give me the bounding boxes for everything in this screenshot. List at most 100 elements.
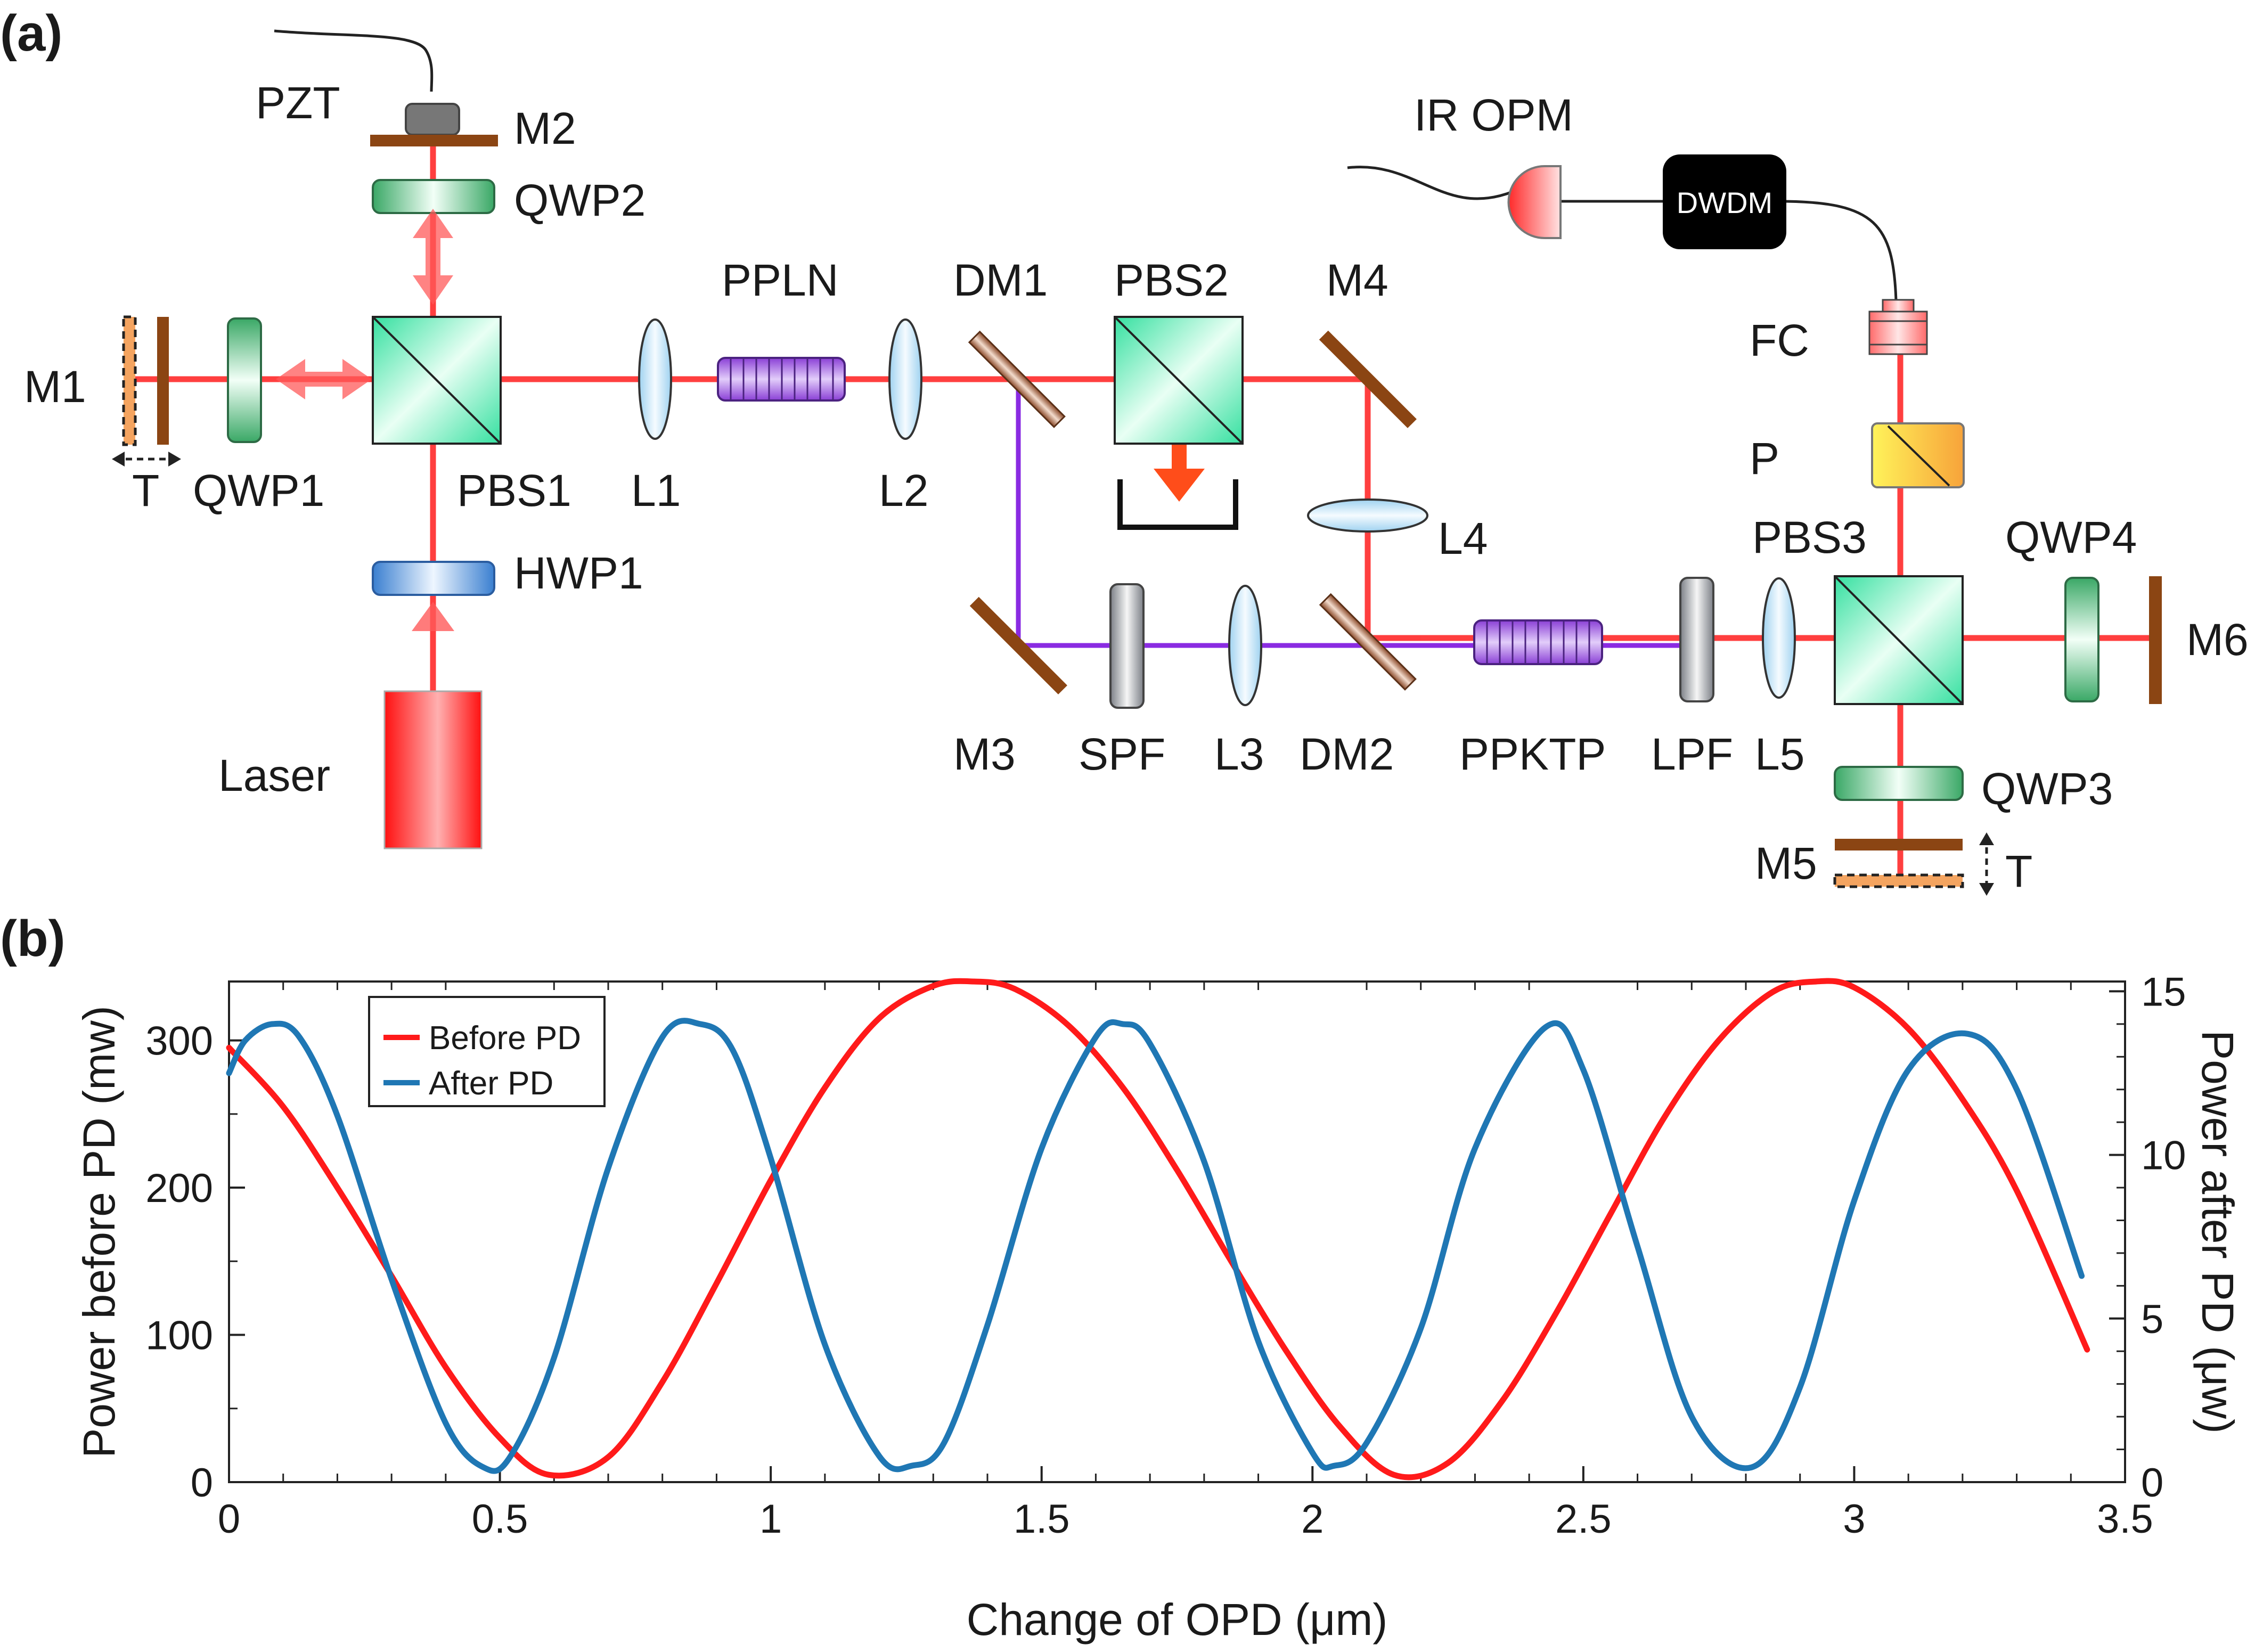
y-left-tick-label: 0: [191, 1460, 213, 1506]
label-fc: FC: [1750, 315, 1809, 365]
label-hwp1: HWP1: [514, 548, 643, 598]
y-right-tick-label: 0: [2141, 1460, 2163, 1506]
mirror-m5: [1835, 839, 1963, 850]
x-tick-label: 0: [218, 1496, 240, 1542]
laser-source: [383, 690, 483, 849]
qwp4: [2064, 577, 2099, 702]
label-laser: Laser: [218, 750, 330, 800]
label-l5: L5: [1755, 729, 1804, 779]
y-left-tick-label: 100: [145, 1313, 213, 1359]
legend-label-after: After PD: [429, 1065, 553, 1102]
label-l2: L2: [879, 465, 928, 516]
label-pbs3: PBS3: [1752, 512, 1867, 562]
label-l4: L4: [1438, 513, 1488, 563]
label-ppktp: PPKTP: [1459, 729, 1606, 779]
label-t-right: T: [2005, 846, 2032, 896]
label-dm2: DM2: [1300, 729, 1394, 779]
label-t-left: T: [132, 465, 159, 516]
dwdm-label: DWDM: [1677, 186, 1772, 219]
mirror-m2: [370, 135, 498, 146]
x-tick-label: 3.5: [2097, 1496, 2153, 1542]
pbs1-diagonal: [372, 316, 502, 445]
dwdm-box: [1663, 154, 1786, 249]
legend: Before PD After PD: [368, 996, 606, 1107]
label-pbs1: PBS1: [457, 465, 571, 516]
chart-series: [226, 978, 2090, 1481]
y-right-tick-label: 10: [2141, 1133, 2186, 1179]
mirror-m1-dashed: [122, 315, 137, 446]
x-axis-label: Change of OPD (μm): [967, 1594, 1388, 1645]
beam-dump-arrow: [1154, 445, 1205, 502]
label-lpf: LPF: [1651, 729, 1733, 779]
legend-box: [368, 996, 606, 1107]
lens-l1: [638, 318, 672, 440]
mirror-m6: [2149, 576, 2162, 704]
fiber-ir-opm-cable: [1347, 166, 1513, 200]
label-m4: M4: [1326, 255, 1388, 305]
plot-frame: [228, 980, 2126, 1483]
mirror-m5-dashed: [1833, 873, 1964, 888]
lens-l5: [1762, 577, 1796, 699]
label-m3: M3: [953, 729, 1016, 779]
qwp3: [1834, 766, 1964, 801]
series-line-before-pd: [226, 978, 2090, 1481]
x-tick-label: 2: [1301, 1496, 1324, 1542]
panel-a: (a): [0, 5, 2249, 896]
label-ppln: PPLN: [722, 255, 838, 305]
dichroic-dm1: [968, 330, 1066, 428]
ir-opm-detector: [1507, 165, 1562, 239]
label-pbs2: PBS2: [1114, 255, 1229, 305]
legend-label-before: Before PD: [429, 1020, 581, 1057]
fiber-dwdm-fc: [1784, 200, 1898, 301]
fiber-pzt-cable: [274, 29, 434, 92]
y-right-tick-label: 5: [2141, 1297, 2163, 1342]
pbs3-diagonal: [1834, 575, 1964, 705]
mirror-m3: [969, 596, 1067, 694]
y-right-tick-label: 15: [2141, 969, 2186, 1015]
label-l1: L1: [631, 465, 681, 516]
y-axis-label-right: Power after PD (μw): [2193, 1030, 2243, 1434]
label-pzt: PZT: [256, 78, 340, 128]
panel-a-label: (a): [0, 5, 62, 62]
lens-l3: [1228, 585, 1262, 706]
qwp1: [227, 317, 262, 443]
t-left-arrow-heads: [112, 452, 181, 467]
panel-b-label: (b): [0, 910, 66, 967]
fiber-coupler: [1868, 299, 1928, 355]
label-m6: M6: [2186, 615, 2249, 665]
x-tick-label: 1.5: [1014, 1496, 1070, 1542]
y-axis-label-left: Power before PD (mw): [74, 1005, 124, 1458]
y-left-tick-label: 300: [145, 1019, 213, 1064]
dichroic-dm2: [1319, 593, 1417, 691]
mirror-m4: [1319, 330, 1417, 428]
double-arrow-horizontal: [276, 359, 372, 399]
ppktp-stripes: [1486, 620, 1590, 664]
pbs2-diagonal: [1114, 316, 1244, 445]
label-m2: M2: [514, 103, 576, 153]
x-tick-label: 3: [1843, 1496, 1865, 1542]
mirror-m1: [157, 317, 169, 445]
double-arrow-vertical: [413, 209, 453, 305]
long-pass-filter: [1679, 577, 1714, 702]
x-tick-label: 1: [759, 1496, 782, 1542]
label-m1: M1: [24, 362, 86, 412]
x-tick-label: 0.5: [472, 1496, 528, 1542]
y-left-tick-label: 200: [145, 1166, 213, 1211]
label-qwp1: QWP1: [193, 465, 324, 516]
polarizer-diagonal: [1887, 425, 1950, 487]
series-line-after-pd: [226, 1018, 2085, 1474]
label-p: P: [1750, 434, 1779, 484]
pzt-actuator: [405, 103, 460, 136]
ppln-stripes: [730, 358, 834, 400]
label-spf: SPF: [1079, 729, 1165, 779]
label-l3: L3: [1214, 729, 1264, 779]
beam-dump: [1117, 479, 1238, 530]
label-qwp3: QWP3: [1981, 764, 2113, 814]
label-dm1: DM1: [953, 255, 1048, 305]
arrow-laser-up-1: [412, 602, 454, 631]
label-qwp2: QWP2: [514, 175, 646, 225]
t-right-arrow-heads: [1979, 832, 1994, 896]
